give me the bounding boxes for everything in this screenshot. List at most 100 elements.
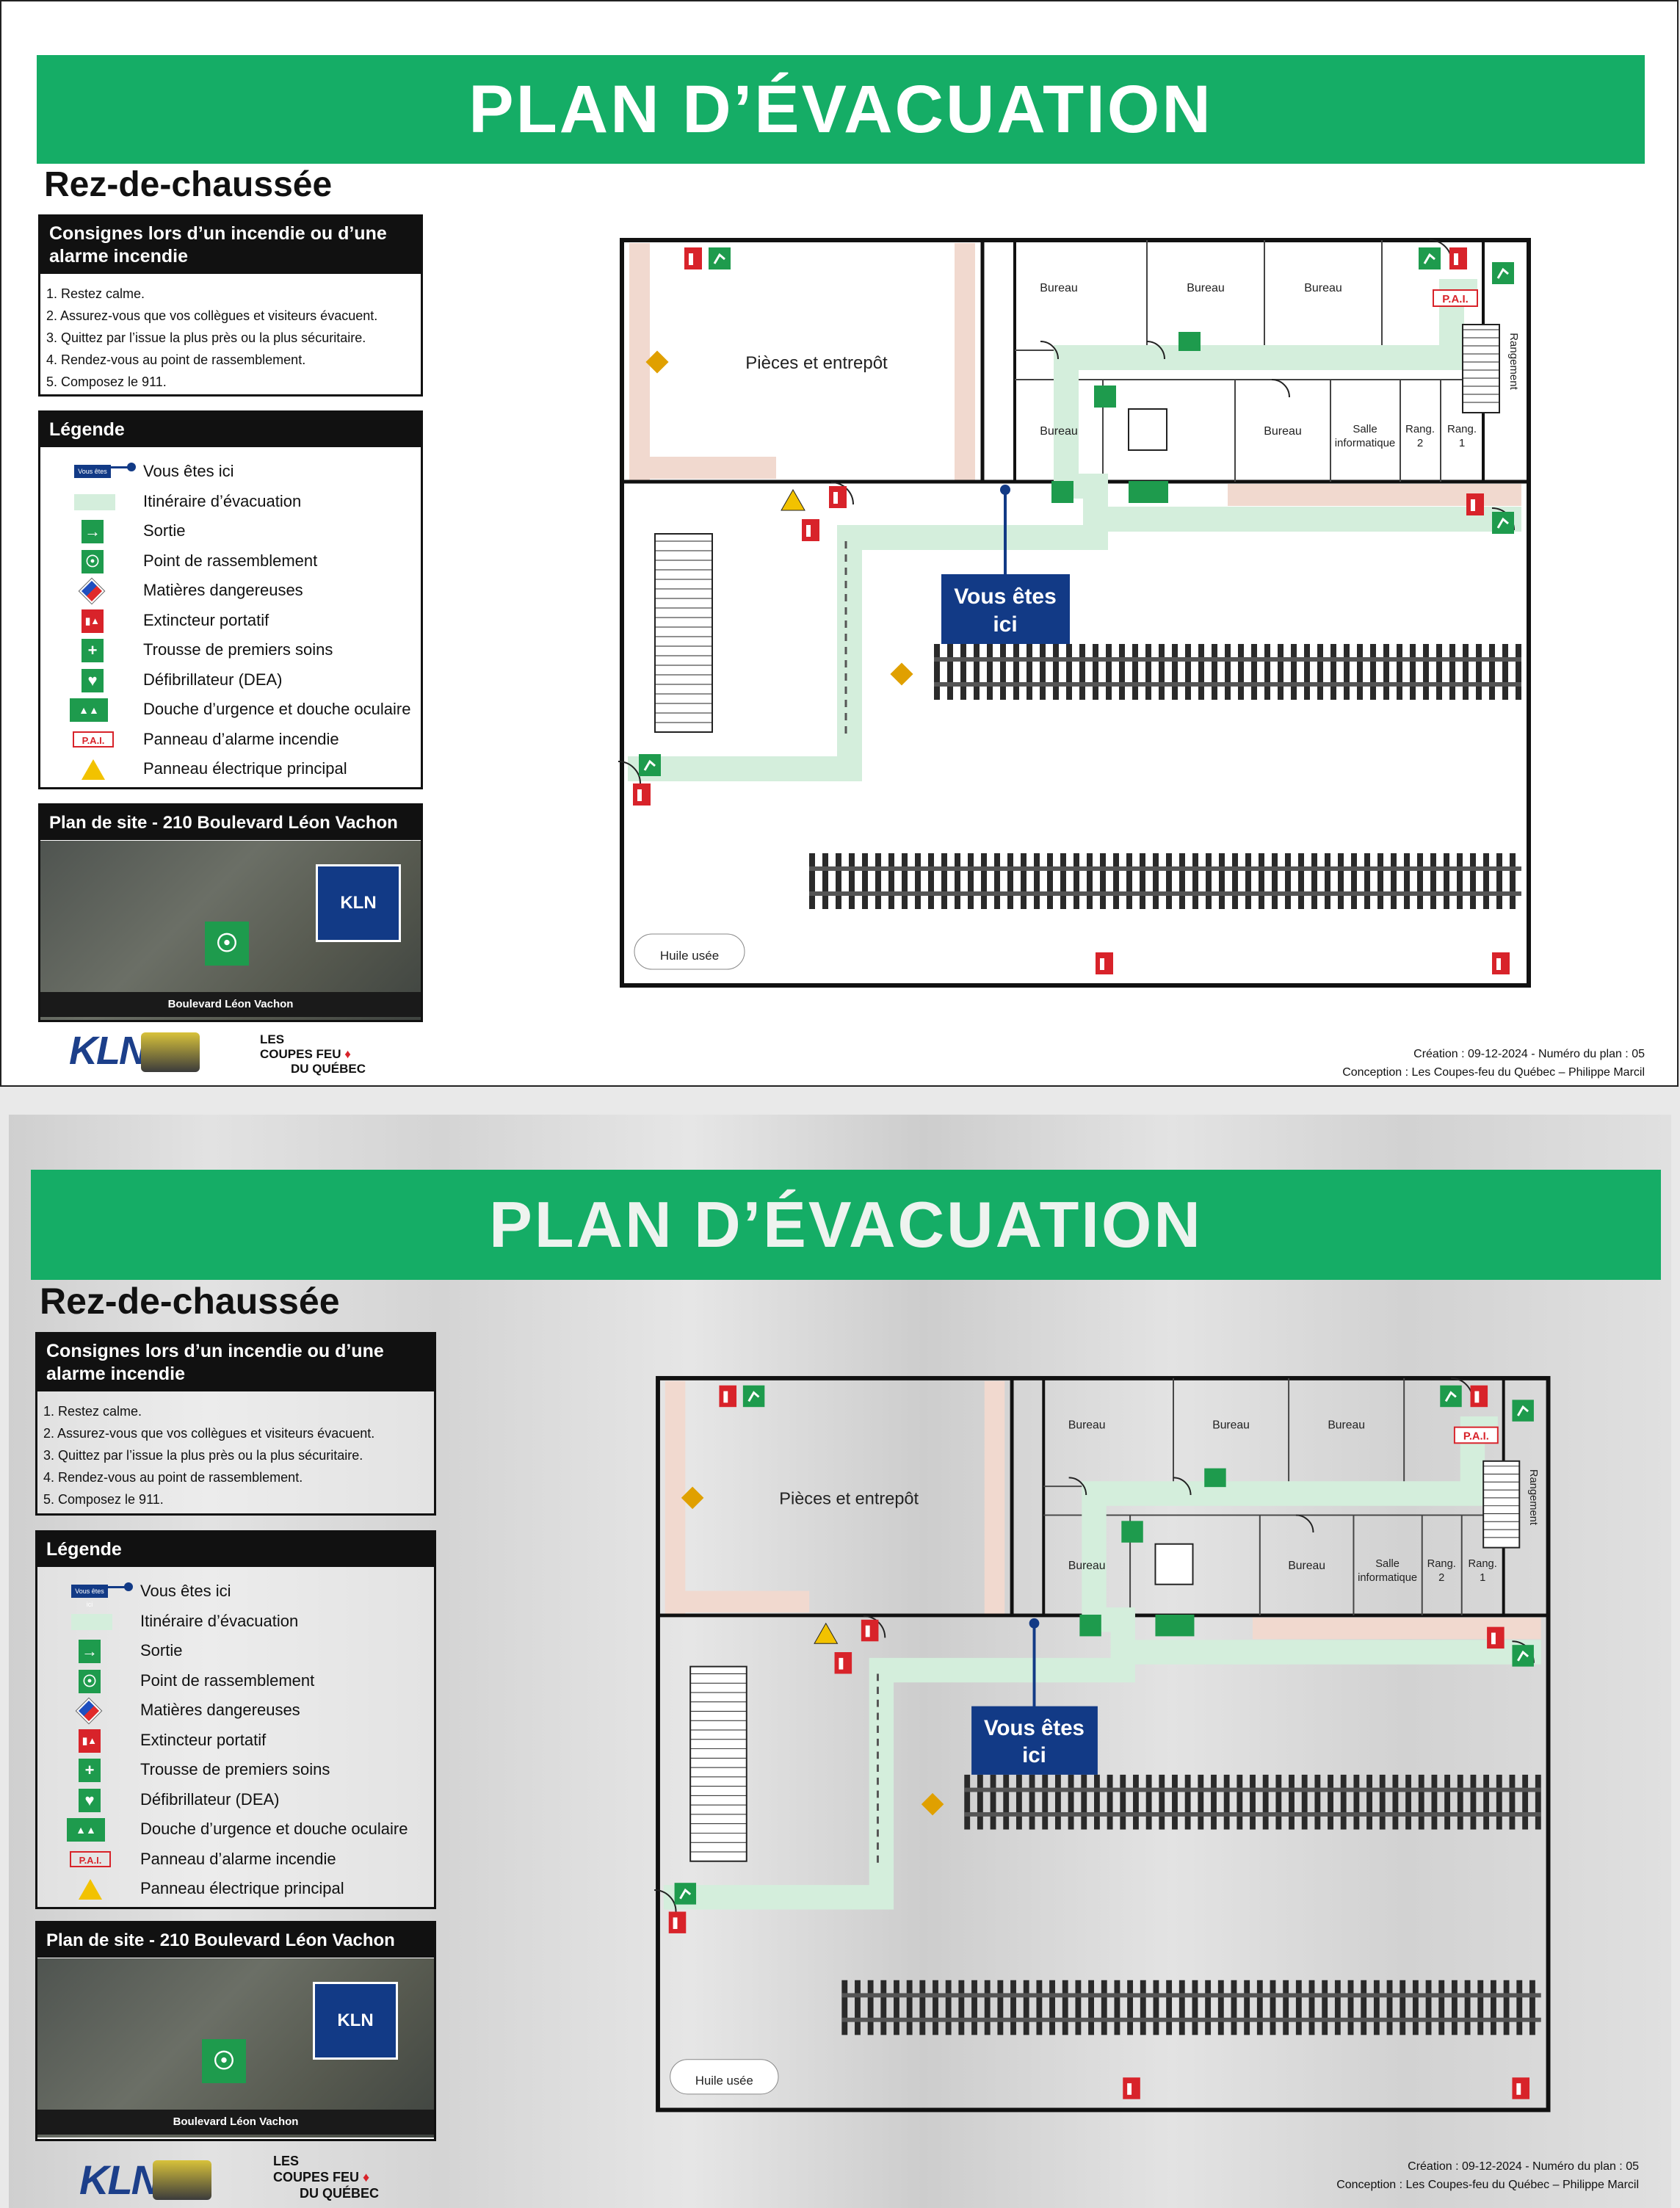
legend-item: Matières dangereuses (40, 576, 421, 606)
legend-label: Extincteur portatif (140, 1730, 267, 1749)
exit-sign (1492, 512, 1514, 534)
fire-extinguisher-sign (834, 1652, 852, 1674)
site-aerial-map: KLN☉Boulevard Léon Vachon (37, 1958, 434, 2138)
exit-sign (674, 1883, 697, 1905)
fire-extinguisher-sign (829, 486, 847, 508)
hazardous-materials-icon (75, 1697, 103, 1725)
legend-item: ▮▲Extincteur portatif (37, 1726, 434, 1756)
legend-item: Itinéraire d’évacuation (40, 488, 421, 517)
emergency-shower-sign (1129, 481, 1168, 503)
hatched-wall (955, 243, 975, 482)
site-road-label: Boulevard Léon Vachon (40, 992, 421, 1017)
fire-alarm-panel-icon: P.A.I. (70, 1850, 111, 1867)
legend-label: Extincteur portatif (143, 610, 269, 629)
legend-label: Vous êtes ici (140, 1582, 231, 1600)
kln-logo: KLN (79, 2157, 161, 2203)
site-plan-heading: Plan de site - 210 Boulevard Léon Vachon (40, 806, 421, 840)
instruction-step: 2. Assurez-vous que vos collègues et vis… (46, 308, 378, 323)
room-label-it: informatique (1358, 1572, 1417, 1584)
instruction-step: 3. Quittez par l’issue la plus près ou l… (43, 1448, 363, 1463)
legend-label: Itinéraire d’évacuation (140, 1611, 299, 1630)
room-label-office: Bureau (1068, 1560, 1106, 1572)
room-label-office: Bureau (1187, 282, 1225, 294)
legend-item: Panneau électrique principal (37, 1875, 434, 1904)
used-oil-label: Huile usée (660, 949, 719, 963)
legend-label: Douche d’urgence et douche oculaire (140, 1820, 408, 1838)
fire-extinguisher-icon: ▮▲ (82, 609, 104, 633)
coupes-feu-logo-line: DU QUÉBEC (300, 2186, 380, 2201)
legend-item: +Trousse de premiers soins (37, 1756, 434, 1785)
legend-item: ▮▲ Extincteur portatif (40, 607, 421, 636)
evacuation-route-icon (74, 493, 115, 510)
hazardous-materials-sign (921, 1792, 944, 1816)
instruction-step: 1. Restez calme. (46, 286, 145, 301)
fire-extinguisher-sign (1492, 952, 1510, 974)
room-label-office: Bureau (1288, 1560, 1325, 1572)
room-label-storage-2: 2 (1417, 437, 1423, 449)
legend-item: Itinéraire d’évacuation (37, 1607, 434, 1637)
you-are-here-label: ici (993, 612, 1017, 637)
assembly-point-icon: ☉ (202, 2039, 246, 2083)
legend-label: Panneau d’alarme incendie (143, 729, 339, 748)
electrical-panel-sign (814, 1622, 839, 1644)
legend-heading: Légende (37, 1532, 434, 1567)
fire-extinguisher-sign (802, 519, 819, 541)
first-aid-kit-sign (1094, 386, 1116, 408)
exit-icon: → (79, 1640, 101, 1663)
legend-label: Matières dangereuses (140, 1701, 300, 1719)
fire-extinguisher-sign (684, 247, 702, 269)
room-label-storage-1: 1 (1480, 1572, 1485, 1584)
evacuation-route-icon (71, 1613, 112, 1630)
evacuation-plan-drawing: PLAN D’ÉVACUATION Rez-de-chaussée Consig… (0, 0, 1679, 1087)
door-swing (1295, 1514, 1314, 1533)
exit-sign (709, 247, 731, 269)
instruction-step: 5. Composez le 911. (43, 1492, 164, 1507)
emergency-shower-icon: ▲▲ (67, 1818, 105, 1842)
legend-item: →Sortie (37, 1637, 434, 1666)
room-label-storage: Pièces et entrepôt (745, 353, 888, 373)
room-label-it: informatique (1335, 437, 1396, 449)
legend-item: ☉Point de rassemblement (37, 1667, 434, 1696)
door-swing (830, 482, 854, 505)
instruction-step: 2. Assurez-vous que vos collègues et vis… (43, 1426, 375, 1441)
fire-extinguisher-sign (633, 783, 651, 806)
hatched-wall (665, 1590, 810, 1612)
exit-sign (1512, 1645, 1534, 1667)
fire-extinguisher-sign (1123, 2077, 1140, 2099)
first-aid-kit-sign (1121, 1521, 1143, 1543)
fire-extinguisher-sign (1487, 1626, 1505, 1649)
plan-title-banner: PLAN D’ÉVACUATION (37, 55, 1645, 164)
railway-track (809, 853, 1521, 909)
legend-item: ☉Point de rassemblement (40, 547, 421, 576)
evacuation-route (628, 279, 1477, 781)
fire-extinguisher-sign (1466, 493, 1484, 515)
room-label-storage-1: Rang. (1469, 1558, 1497, 1570)
fire-extinguisher-sign (861, 1619, 879, 1642)
room-label-storage-2: Rang. (1405, 423, 1435, 435)
room-label-office: Bureau (1328, 1419, 1365, 1432)
door-swing (1068, 1477, 1087, 1496)
fire-extinguisher-sign (1449, 247, 1467, 269)
legend-item: ▲▲Douche d’urgence et douche oculaire (40, 695, 421, 725)
washroom-sign (1128, 408, 1167, 451)
fire-alarm-panel-sign (1453, 1426, 1499, 1444)
first-aid-kit-sign (1051, 481, 1073, 503)
railway-track (964, 1774, 1541, 1830)
instruction-step: 4. Rendez-vous au point de rassemblement… (46, 352, 306, 367)
site-plan-heading: Plan de site - 210 Boulevard Léon Vachon (37, 1923, 434, 1958)
you-are-here-marker (971, 1706, 1098, 1775)
fire-alarm-panel-icon: P.A.I. (73, 731, 114, 748)
fire-extinguisher-sign (1512, 2077, 1530, 2099)
fire-alarm-panel-label: P.A.I. (1463, 1430, 1489, 1442)
door-swing (618, 761, 641, 784)
room-label-storage-1: 1 (1459, 437, 1465, 449)
hatched-wall (984, 1380, 1005, 1615)
room-label-office: Bureau (1068, 1419, 1106, 1432)
evacuation-plan-photo: PLAN D’ÉVACUATION Rez-de-chaussée Consig… (9, 1115, 1671, 2208)
fire-extinguisher-sign (1470, 1385, 1488, 1408)
legend-item: +Trousse de premiers soins (40, 636, 421, 665)
